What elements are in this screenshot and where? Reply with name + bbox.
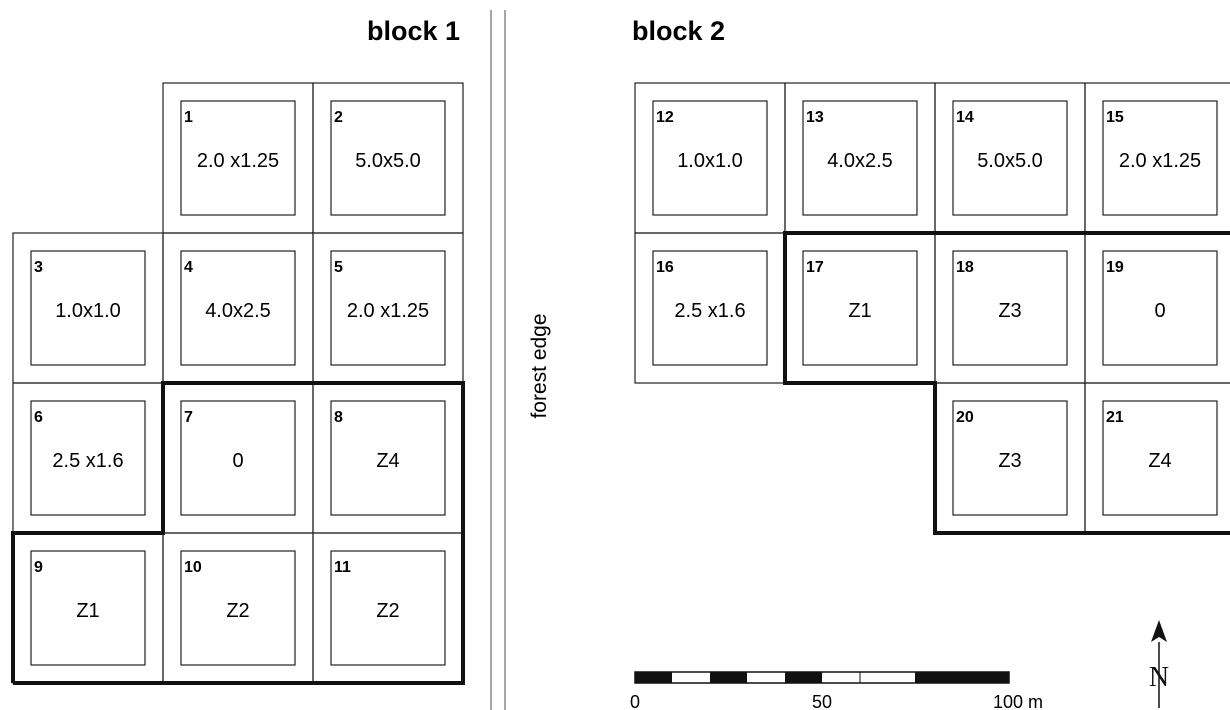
plot-number: 14 bbox=[956, 109, 974, 126]
plot-number: 13 bbox=[806, 109, 824, 126]
plot-number: 19 bbox=[1106, 259, 1124, 276]
plot-number: 7 bbox=[184, 409, 193, 426]
plot-number: 4 bbox=[184, 259, 193, 276]
plot-treatment: Z2 bbox=[226, 600, 249, 622]
plot-cell: 6 2.5 x1.6 bbox=[12, 382, 164, 534]
plot-treatment: 0 bbox=[232, 450, 243, 472]
plot-treatment: Z2 bbox=[376, 600, 399, 622]
plot-treatment: 2.0 x1.25 bbox=[347, 300, 429, 322]
scale-bar bbox=[634, 671, 1010, 684]
plot-treatment: Z1 bbox=[76, 600, 99, 622]
plot-number: 18 bbox=[956, 259, 974, 276]
plot-inner-square bbox=[952, 400, 1068, 516]
plot-inner-square bbox=[652, 100, 768, 216]
block-1-title: block 1 bbox=[367, 16, 460, 46]
plot-number: 12 bbox=[656, 109, 674, 126]
plot-inner-square bbox=[330, 100, 446, 216]
plot-number: 17 bbox=[806, 259, 824, 276]
plot-inner-square bbox=[802, 100, 918, 216]
plot-treatment: Z3 bbox=[998, 300, 1021, 322]
plot-cell: 8Z4 bbox=[312, 382, 464, 534]
plot-treatment: 2.0 x1.25 bbox=[1119, 150, 1201, 172]
plot-inner-square bbox=[180, 100, 296, 216]
scale-label-50: 50 bbox=[812, 692, 832, 710]
plot-inner-square bbox=[30, 400, 146, 516]
plot-treatment: 5.0x5.0 bbox=[355, 150, 421, 172]
plot-inner-square bbox=[330, 250, 446, 366]
plot-number: 20 bbox=[956, 409, 974, 426]
forest-edge-line bbox=[490, 10, 506, 710]
plot-cell: 12 1.0x1.0 bbox=[634, 82, 786, 234]
plot-treatment: 0 bbox=[1154, 300, 1165, 322]
block-2-title: block 2 bbox=[632, 16, 725, 46]
plot-treatment: Z4 bbox=[376, 450, 399, 472]
plot-treatment: 1.0x1.0 bbox=[677, 150, 743, 172]
plot-number: 9 bbox=[34, 559, 43, 576]
plot-inner-square bbox=[30, 250, 146, 366]
zone-boundary-block-1 bbox=[11, 381, 465, 685]
plot-number: 1 bbox=[184, 109, 193, 126]
plot-number: 8 bbox=[334, 409, 343, 426]
plot-inner-square bbox=[180, 400, 296, 516]
plot-treatment: Z3 bbox=[998, 450, 1021, 472]
plot-inner-square bbox=[330, 400, 446, 516]
plot-number: 11 bbox=[334, 559, 351, 576]
scale-label-100: 100 m bbox=[993, 692, 1043, 710]
plot-treatment: Z4 bbox=[1148, 450, 1171, 472]
plot-inner-square bbox=[1102, 100, 1218, 216]
plot-treatment: 4.0x2.5 bbox=[205, 300, 271, 322]
plot-number: 2 bbox=[334, 109, 343, 126]
plot-inner-square bbox=[1102, 400, 1218, 516]
plot-inner-square bbox=[330, 550, 446, 666]
plot-inner-square bbox=[952, 250, 1068, 366]
plot-number: 6 bbox=[34, 409, 43, 426]
plot-inner-square bbox=[802, 250, 918, 366]
plot-cell: 14 5.0x5.0 bbox=[934, 82, 1086, 234]
plot-cell: 3 1.0x1.0 bbox=[12, 232, 164, 384]
plot-cell: 9Z1 bbox=[12, 532, 164, 684]
plot-inner-square bbox=[180, 250, 296, 366]
forest-edge-label: forest edge bbox=[528, 313, 551, 418]
plot-treatment: 2.0 x1.25 bbox=[197, 150, 279, 172]
plot-cell: 15 2.0 x1.25 bbox=[1084, 82, 1230, 234]
plot-inner-square bbox=[952, 100, 1068, 216]
north-arrow-icon bbox=[1151, 620, 1167, 708]
plot-treatment: 4.0x2.5 bbox=[827, 150, 893, 172]
plot-inner-square bbox=[30, 550, 146, 666]
plot-cell: 2 5.0x5.0 bbox=[312, 82, 464, 234]
plot-cell: 13 4.0x2.5 bbox=[784, 82, 936, 234]
plot-treatment: 5.0x5.0 bbox=[977, 150, 1043, 172]
scale-label-0: 0 bbox=[630, 692, 640, 710]
plot-treatment: 1.0x1.0 bbox=[55, 300, 121, 322]
plot-inner-square bbox=[652, 250, 768, 366]
zone-boundary-block-2 bbox=[783, 231, 1230, 535]
plot-cell: 70 bbox=[162, 382, 314, 534]
plot-number: 3 bbox=[34, 259, 43, 276]
plot-treatment: 2.5 x1.6 bbox=[52, 450, 123, 472]
plot-number: 16 bbox=[656, 259, 674, 276]
plot-number: 21 bbox=[1106, 409, 1124, 426]
plot-cell: 19 0 bbox=[1084, 232, 1230, 384]
plot-inner-square bbox=[180, 550, 296, 666]
plot-treatment: Z1 bbox=[848, 300, 871, 322]
plot-number: 15 bbox=[1106, 109, 1124, 126]
plot-inner-square bbox=[1102, 250, 1218, 366]
plot-cell: 4 4.0x2.5 bbox=[162, 232, 314, 384]
plot-treatment: 2.5 x1.6 bbox=[674, 300, 745, 322]
plot-cell: 5 2.0 x1.25 bbox=[312, 232, 464, 384]
north-label: N bbox=[1149, 662, 1169, 693]
plot-number: 5 bbox=[334, 259, 343, 276]
plot-cell: 1 2.0 x1.25 bbox=[162, 82, 314, 234]
plot-cell: 16 2.5 x1.6 bbox=[634, 232, 786, 384]
plot-number: 10 bbox=[184, 559, 202, 576]
